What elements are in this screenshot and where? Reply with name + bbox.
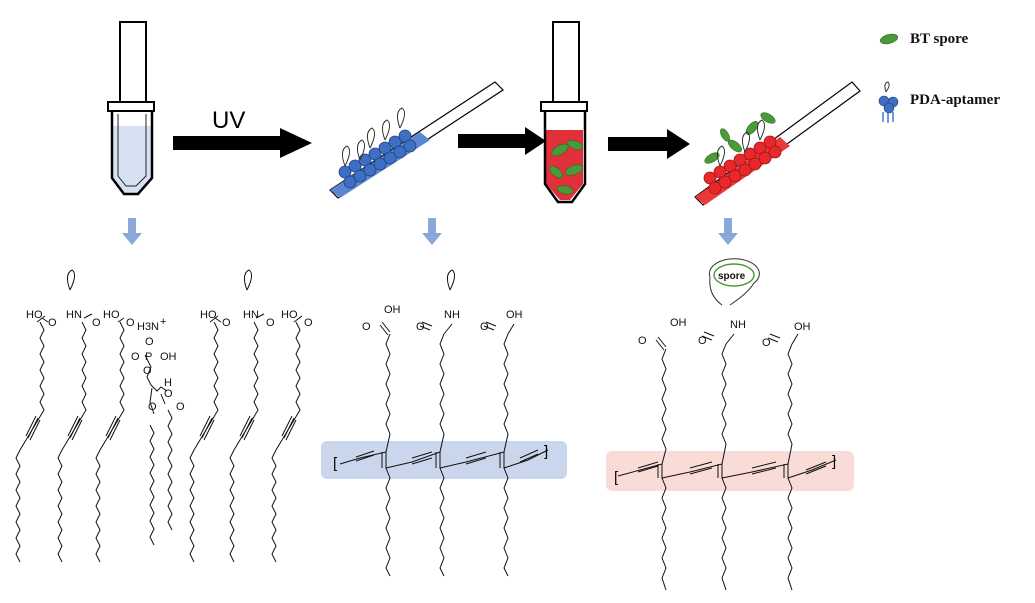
svg-text:O: O [362,321,371,333]
monomer-labels: HO O HN O HO O H3N + O P O OH O H O O O … [26,309,313,413]
svg-text:]: ] [544,443,548,460]
svg-text:P: P [145,351,152,363]
svg-text:H: H [164,377,172,389]
down-arrows [122,218,738,245]
svg-text:HO: HO [26,309,43,321]
arrow-to-detection [608,129,690,159]
svg-text:O: O [222,317,231,329]
svg-text:O: O [164,388,173,400]
uv-step-label: UV [212,107,245,134]
svg-text:O: O [638,335,647,347]
svg-text:[: [ [614,469,619,486]
down-arrow-3 [718,218,738,245]
svg-text:OH: OH [506,309,523,321]
svg-text:]: ] [832,453,836,470]
svg-text:O: O [176,401,185,413]
svg-text:O: O [304,317,313,329]
svg-text:HO: HO [200,309,217,321]
green-spore-icon [879,33,899,45]
slide-blue-pda-aptamer [329,81,504,199]
svg-text:+: + [160,316,166,328]
svg-text:O: O [148,401,157,413]
down-arrow-1 [122,218,142,245]
svg-text:O: O [145,336,154,348]
arrow-to-incubation [458,127,546,155]
legend-label-bt-spore: BT spore [910,31,969,47]
red-pda-polymer [617,258,837,591]
svg-text:OH: OH [384,304,401,316]
svg-text:O: O [416,321,425,333]
red-polymer-backbone-band [606,451,854,491]
test-tube-spore-incubation [540,21,588,204]
down-arrow-2 [422,218,442,245]
svg-text:O: O [762,337,771,349]
svg-text:NH: NH [444,309,460,321]
svg-text:H3N: H3N [137,321,159,333]
blue-polymer-labels: OH O NH O OH O [ ] [333,304,548,472]
svg-text:OH: OH [670,317,687,329]
diacetylene-monomer-mixture [15,269,303,563]
uv-arrow [173,128,312,158]
red-polymer-labels: OH O NH O OH O spore [ ] [614,271,836,486]
legend-label-pda-aptamer: PDA-aptamer [910,92,1000,108]
svg-text:NH: NH [730,319,746,331]
svg-text:O: O [131,351,140,363]
svg-text:O: O [698,335,707,347]
svg-text:HO: HO [103,309,120,321]
svg-text:OH: OH [160,351,177,363]
svg-text:O: O [48,317,57,329]
svg-text:O: O [126,317,135,329]
svg-text:HN: HN [66,309,82,321]
svg-text:O: O [266,317,275,329]
test-tube-monomer-solution [107,21,155,196]
slide-red-pda-with-spores [694,81,861,206]
blue-pda-aptamer-icon [878,81,899,123]
svg-text:HN: HN [243,309,259,321]
svg-text:HO: HO [281,309,298,321]
blue-polymer-backbone-band [321,441,567,479]
svg-text:O: O [480,321,489,333]
spore-label: spore [718,271,746,282]
svg-text:O: O [143,365,152,377]
svg-text:OH: OH [794,321,811,333]
blue-pda-polymer [339,269,549,577]
legend: BT spore PDA-aptamer [878,31,1000,123]
svg-text:[: [ [333,455,338,472]
svg-text:O: O [92,317,101,329]
